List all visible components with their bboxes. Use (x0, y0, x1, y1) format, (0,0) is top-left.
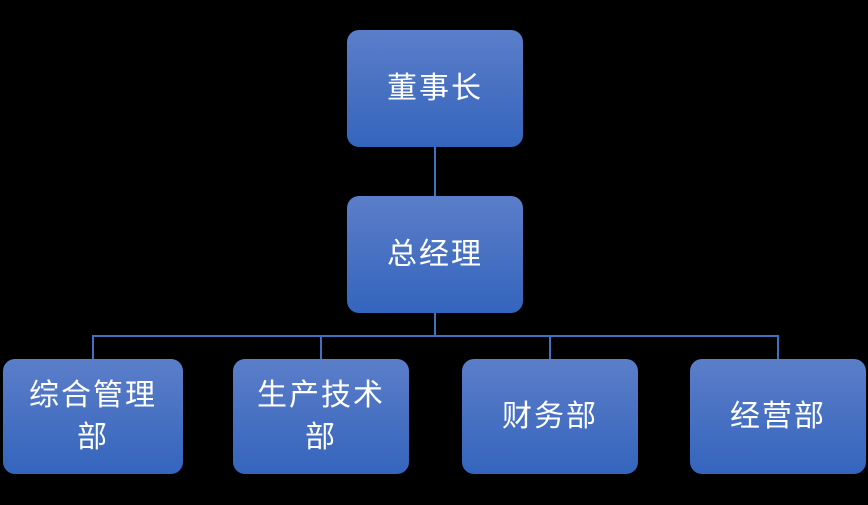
node-dept-finance-label: 财务部 (502, 399, 598, 433)
node-chairman-label: 董事长 (387, 71, 483, 105)
node-dept-operations: 经营部 (690, 359, 866, 474)
connector-horizontal-bus (92, 335, 779, 337)
node-dept-general-admin-label: 综合管理部 (29, 378, 157, 454)
node-dept-finance: 财务部 (462, 359, 638, 474)
connector-chairman-to-gm (434, 147, 436, 196)
connector-drop-finance (549, 336, 551, 359)
node-dept-production-tech-label: 生产技术部 (257, 378, 385, 454)
node-dept-operations-label: 经营部 (730, 399, 826, 433)
connector-drop-general-admin (92, 336, 94, 359)
connector-gm-to-bus (434, 313, 436, 336)
node-chairman: 董事长 (347, 30, 523, 147)
connector-drop-operations (777, 336, 779, 359)
node-general-manager-label: 总经理 (387, 237, 483, 271)
node-dept-production-tech: 生产技术部 (233, 359, 409, 474)
node-general-manager: 总经理 (347, 196, 523, 313)
node-dept-general-admin: 综合管理部 (3, 359, 183, 474)
connector-drop-production-tech (320, 336, 322, 359)
